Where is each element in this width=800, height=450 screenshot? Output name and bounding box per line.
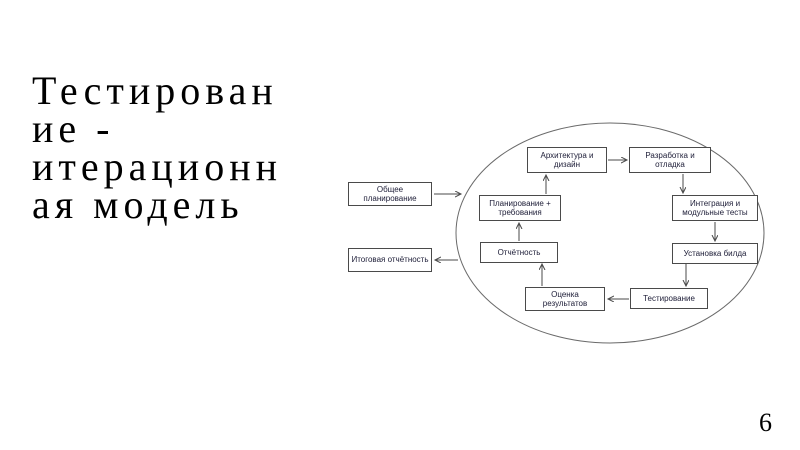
cycle-ellipse xyxy=(455,122,765,344)
node-development-debugging: Разработка и отладка xyxy=(629,147,711,173)
page-number: 6 xyxy=(759,408,772,437)
iteration-model-diagram: Общее планирование Итоговая отчётность А… xyxy=(345,115,775,355)
node-build-installation: Установка билда xyxy=(672,243,758,264)
node-testing: Тестирование xyxy=(630,288,708,309)
iteration-cycle-graphic xyxy=(345,122,765,344)
slide-title: Тестирование - итерационная модель xyxy=(32,68,283,227)
node-architecture-design: Архитектура и дизайн xyxy=(527,147,607,173)
node-integration-unit-tests: Интеграция и модульные тесты xyxy=(672,195,758,221)
node-final-reporting: Итоговая отчётность xyxy=(348,248,432,272)
node-reporting: Отчётность xyxy=(480,242,558,263)
node-general-planning: Общее планирование xyxy=(348,182,432,206)
node-planning-requirements: Планирование + требования xyxy=(479,195,561,221)
node-results-evaluation: Оценка результатов xyxy=(525,287,605,311)
